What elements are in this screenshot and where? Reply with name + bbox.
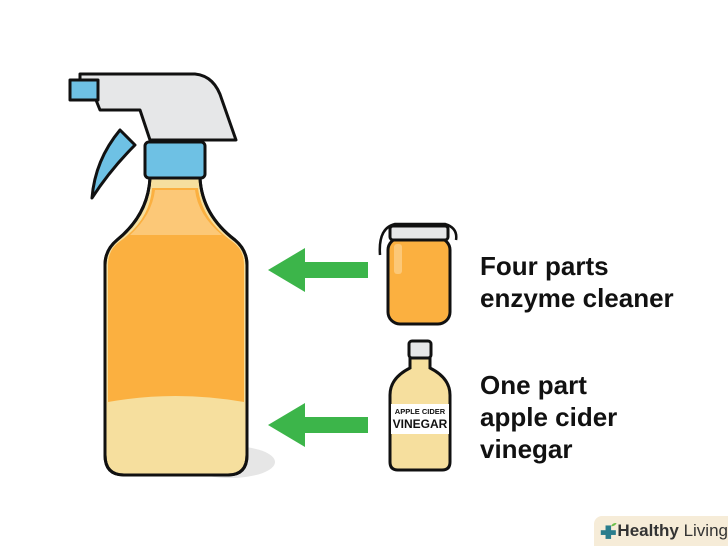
caption-line: One part xyxy=(480,370,587,400)
healthy-living-watermark: Healthy Living xyxy=(594,516,728,546)
watermark-bold: Healthy xyxy=(617,521,679,540)
vinegar-bottle xyxy=(388,339,452,472)
arrow-left-icon xyxy=(268,248,368,292)
vinegar-label-line1: APPLE CIDER xyxy=(395,407,446,416)
caption-line: Four parts xyxy=(480,251,609,281)
vinegar-caption: One part apple cider vinegar xyxy=(480,369,617,465)
nozzle-icon xyxy=(68,78,100,102)
spray-head xyxy=(78,72,238,142)
caption-line: vinegar xyxy=(480,434,573,464)
vinegar-label-line2: VINEGAR xyxy=(393,417,448,431)
enzyme-liquid xyxy=(108,188,244,402)
watermark-rest: Living xyxy=(683,521,728,540)
bottle-collar xyxy=(143,140,207,180)
enzyme-caption: Four parts enzyme cleaner xyxy=(480,250,674,314)
liquid-highlight xyxy=(130,190,222,235)
trigger-icon xyxy=(90,128,137,200)
caption-line: enzyme cleaner xyxy=(480,283,674,313)
arrow-left-icon xyxy=(268,403,368,447)
caption-line: apple cider xyxy=(480,402,618,432)
enzyme-jar xyxy=(378,222,458,326)
cross-logo-icon xyxy=(600,522,617,539)
